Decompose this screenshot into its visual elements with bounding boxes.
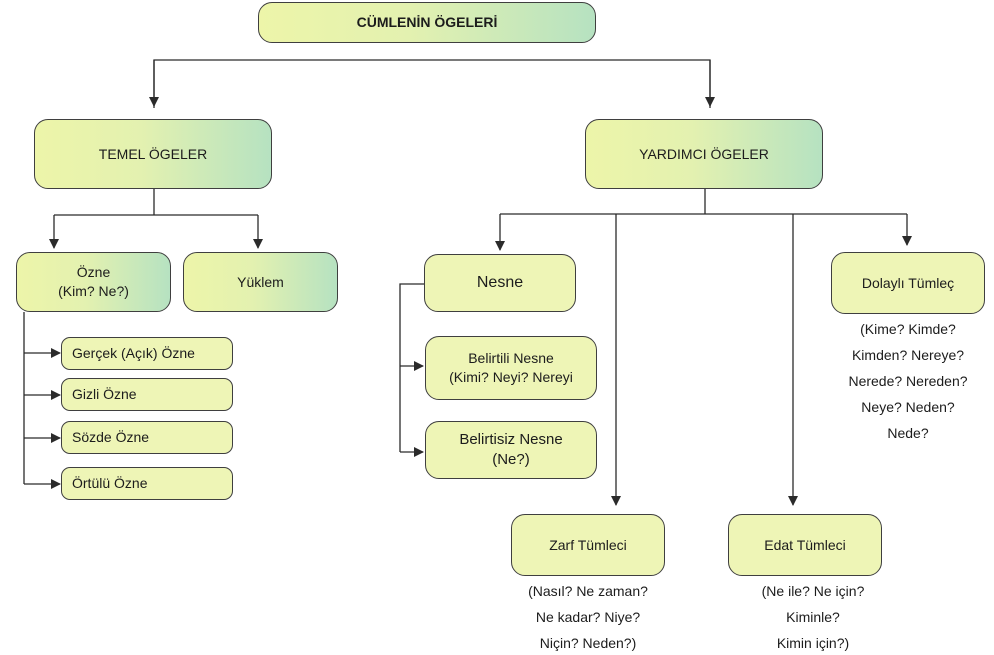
sozde-ozne-node: Sözde Özne xyxy=(61,421,233,454)
yardimci-ogeler-node: YARDIMCI ÖGELER xyxy=(585,119,823,189)
ortulu-ozne-label: Örtülü Özne xyxy=(72,475,148,492)
dolayli-question: Neye? Neden? xyxy=(861,399,955,415)
yuklem-node: Yüklem xyxy=(183,252,338,312)
zarf-question: Niçin? Neden?) xyxy=(539,635,637,651)
temel-ogeler-node: TEMEL ÖGELER xyxy=(34,119,272,189)
belirtisiz-nesne-question: (Ne?) xyxy=(492,451,530,468)
edat-tumleci-label: Edat Tümleci xyxy=(764,536,846,553)
dolayli-tumlec-label: Dolaylı Tümleç xyxy=(861,274,955,291)
zarf-tumleci-questions: (Nasıl? Ne zaman? Ne kadar? Niye? Niçin?… xyxy=(496,578,680,655)
edat-question: Kiminle? xyxy=(786,609,840,625)
belirtili-nesne-question: (Kimi? Neyi? Nereyi xyxy=(449,369,573,385)
nesne-node: Nesne xyxy=(424,254,576,312)
ozne-label: Özne xyxy=(76,264,111,281)
yuklem-label: Yüklem xyxy=(237,273,284,290)
edat-question: Kimin için?) xyxy=(776,635,850,651)
root-node: CÜMLENİN ÖGELERİ xyxy=(258,2,596,43)
dolayli-question: Nerede? Nereden? xyxy=(848,373,968,389)
dolayli-question: Nede? xyxy=(887,425,929,441)
belirtisiz-nesne-label: Belirtisiz Nesne xyxy=(459,430,563,448)
gizli-ozne-label: Gizli Özne xyxy=(72,386,137,403)
dolayli-tumlec-questions: (Kime? Kimde? Kimden? Nereye? Nerede? Ne… xyxy=(831,316,985,446)
temel-ogeler-label: TEMEL ÖGELER xyxy=(98,145,208,162)
zarf-question: (Nasıl? Ne zaman? xyxy=(528,583,648,599)
sozde-ozne-label: Sözde Özne xyxy=(72,429,150,446)
root-label: CÜMLENİN ÖGELERİ xyxy=(356,14,498,31)
yardimci-ogeler-label: YARDIMCI ÖGELER xyxy=(639,145,769,162)
dolayli-question: Kimden? Nereye? xyxy=(851,347,965,363)
ozne-question: (Kim? Ne?) xyxy=(58,283,129,299)
connector-root xyxy=(153,59,711,108)
gercek-ozne-label: Gerçek (Açık) Özne xyxy=(72,345,195,362)
edat-tumleci-questions: (Ne ile? Ne için? Kiminle? Kimin için?) xyxy=(721,578,905,655)
ozne-node: Özne (Kim? Ne?) xyxy=(16,252,171,312)
belirtili-nesne-node: Belirtili Nesne (Kimi? Neyi? Nereyi xyxy=(425,336,597,400)
edat-question: (Ne ile? Ne için? xyxy=(761,583,865,599)
zarf-tumleci-node: Zarf Tümleci xyxy=(511,514,665,576)
zarf-tumleci-label: Zarf Tümleci xyxy=(549,536,627,553)
edat-tumleci-node: Edat Tümleci xyxy=(728,514,882,576)
dolayli-tumlec-node: Dolaylı Tümleç xyxy=(831,252,985,314)
ortulu-ozne-node: Örtülü Özne xyxy=(61,467,233,500)
connector-nesne-trunk xyxy=(399,283,425,452)
zarf-question: Ne kadar? Niye? xyxy=(535,609,641,625)
belirtili-nesne-label: Belirtili Nesne xyxy=(468,350,554,367)
belirtisiz-nesne-node: Belirtisiz Nesne (Ne?) xyxy=(425,421,597,479)
nesne-label: Nesne xyxy=(476,274,524,292)
gercek-ozne-node: Gerçek (Açık) Özne xyxy=(61,337,233,370)
gizli-ozne-node: Gizli Özne xyxy=(61,378,233,411)
dolayli-question: (Kime? Kimde? xyxy=(860,321,956,337)
